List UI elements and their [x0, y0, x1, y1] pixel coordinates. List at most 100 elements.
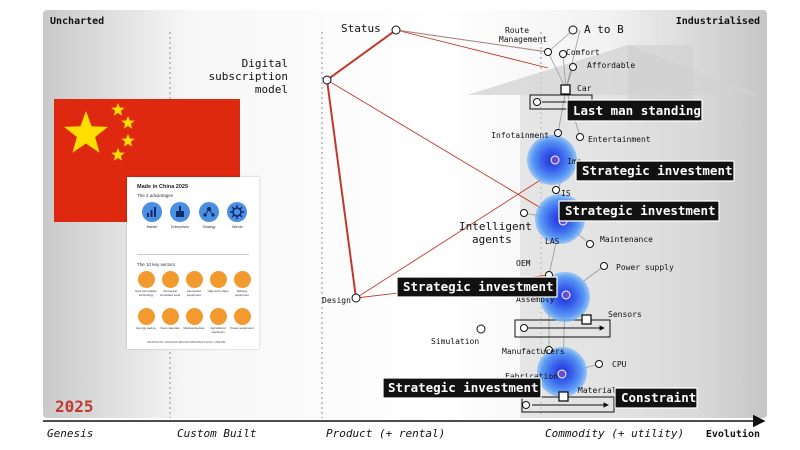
component-nodes [322, 25, 608, 409]
label-route-2: Management [499, 35, 547, 44]
node-route-management [544, 48, 552, 56]
node-status [391, 25, 401, 35]
advantage-strategy: Strategy [198, 202, 220, 229]
advantage-label: Strategy [202, 225, 216, 229]
node-material-square [558, 391, 569, 402]
sector-label: Aerospace equipment [186, 289, 202, 297]
callout-strategic-investment-1: Strategic investment [575, 160, 735, 182]
label-material: Material [578, 386, 617, 395]
tractor-icon [209, 308, 227, 325]
factory-icon [170, 202, 190, 222]
airplane-icon [185, 271, 203, 288]
label-intelligent-2: agents [472, 233, 512, 246]
year-label: 2025 [55, 397, 94, 416]
sector-item: Aerospace equipment [182, 271, 206, 297]
network-icon [199, 202, 219, 222]
sector-label: Medical devices [183, 326, 205, 330]
advantage-enterprises: Enterprises [169, 202, 191, 229]
advantage-label: Talents [231, 225, 243, 229]
label-design: Design [322, 296, 351, 305]
label-digital-3: model [255, 83, 288, 96]
sector-item: High-tech ships [206, 271, 230, 294]
svg-text:Constraint: Constraint [621, 390, 696, 405]
node-digital-subscription [322, 75, 332, 85]
label-infotainment: Infotainment [491, 131, 549, 140]
card-title: Made in China 2025 [137, 184, 189, 190]
made-in-china-infographic: Made in China 2025 The 4 advantages Mark… [127, 177, 259, 349]
label-las: LAS [545, 237, 560, 246]
stage-genesis: Genesis [47, 427, 93, 440]
component-labels: Status Route Management A to B Comfort A… [209, 22, 674, 395]
card-sectors-heading: The 10 key sectors [137, 262, 176, 267]
sector-label: New information technology [135, 289, 157, 297]
node-car-inner [533, 98, 541, 106]
bar-chart-icon [142, 202, 162, 222]
label-manufacturers: Manufacturers [502, 347, 565, 356]
node-material-inner [522, 401, 530, 409]
ship-icon [209, 271, 227, 288]
advantage-talents: Talents [226, 202, 248, 229]
car-icon [137, 308, 155, 325]
label-digital-1: Digital [242, 57, 288, 70]
label-affordable: Affordable [587, 61, 635, 70]
label-is: IS [561, 189, 571, 198]
train-icon [233, 271, 251, 288]
robot-arm-icon [161, 271, 179, 288]
sector-label: Energy saving [136, 326, 156, 330]
node-affordable [569, 63, 577, 71]
card-footer: GRAPHIC BY GRAPHIC REVISIONPEOPLE'S DAIL… [147, 340, 226, 344]
molecule-icon [161, 308, 179, 325]
label-car: Car [577, 84, 592, 93]
label-maintenance: Maintenance [600, 235, 653, 244]
svg-text:Last man standing: Last man standing [573, 103, 701, 118]
label-simulation: Simulation [431, 337, 479, 346]
label-power-supply: Power supply [616, 263, 674, 272]
label-a-to-b: A to B [584, 23, 624, 36]
label-comfort: Comfort [566, 48, 600, 57]
sector-label: New materials [160, 326, 180, 330]
label-assembly: Assembly [516, 295, 555, 304]
stage-product: Product (+ rental) [326, 427, 445, 440]
node-is [552, 186, 560, 194]
stage-commodity: Commodity (+ utility) [545, 427, 684, 440]
node-car-square [560, 84, 571, 95]
label-sensors: Sensors [608, 310, 642, 319]
advantage-label: Enterprises [171, 225, 189, 229]
evolution-label: Evolution [706, 428, 760, 440]
node-sensors-square [581, 314, 592, 325]
node-sensors-inner [520, 324, 528, 332]
svg-text:Strategic investment: Strategic investment [565, 203, 716, 218]
svg-text:Strategic investment: Strategic investment [582, 163, 733, 178]
sector-item: Power equipment [230, 308, 254, 331]
svg-text:Strategic investment: Strategic investment [403, 279, 554, 294]
callout-strategic-investment-2: Strategic investment [558, 200, 720, 222]
power-pylon-icon [233, 308, 251, 325]
node-manufacturers [545, 346, 553, 354]
sector-label: Agricultural machinery [210, 326, 226, 334]
svg-text:Strategic investment: Strategic investment [388, 380, 539, 395]
node-simulation [476, 324, 486, 334]
sector-label: Railway equipment [234, 289, 249, 297]
sector-item: Numerical controlled tools [158, 271, 182, 297]
label-ims: Ims [567, 157, 582, 166]
sector-label: High-tech ships [207, 289, 229, 293]
node-entertainment [576, 133, 584, 141]
label-cpu: CPU [612, 360, 627, 369]
node-comfort [559, 50, 567, 58]
sector-label: Power equipment [230, 326, 254, 330]
callout-last-man-standing: Last man standing [566, 99, 703, 122]
syringe-icon [185, 308, 203, 325]
node-maintenance [586, 240, 594, 248]
node-design [351, 293, 361, 303]
chip-icon [137, 271, 155, 288]
industrialised-label: Industrialised [676, 15, 760, 27]
label-oem: OEM [516, 259, 531, 268]
label-route-1: Route [505, 26, 529, 35]
label-intelligent-1: Intelligent [459, 220, 532, 233]
node-power-supply [600, 262, 608, 270]
sector-label: Numerical controlled tools [159, 289, 181, 297]
sector-item: Agricultural machinery [206, 308, 230, 334]
sector-item: Medical devices [182, 308, 206, 331]
label-entertainment: Entertainment [588, 135, 651, 144]
